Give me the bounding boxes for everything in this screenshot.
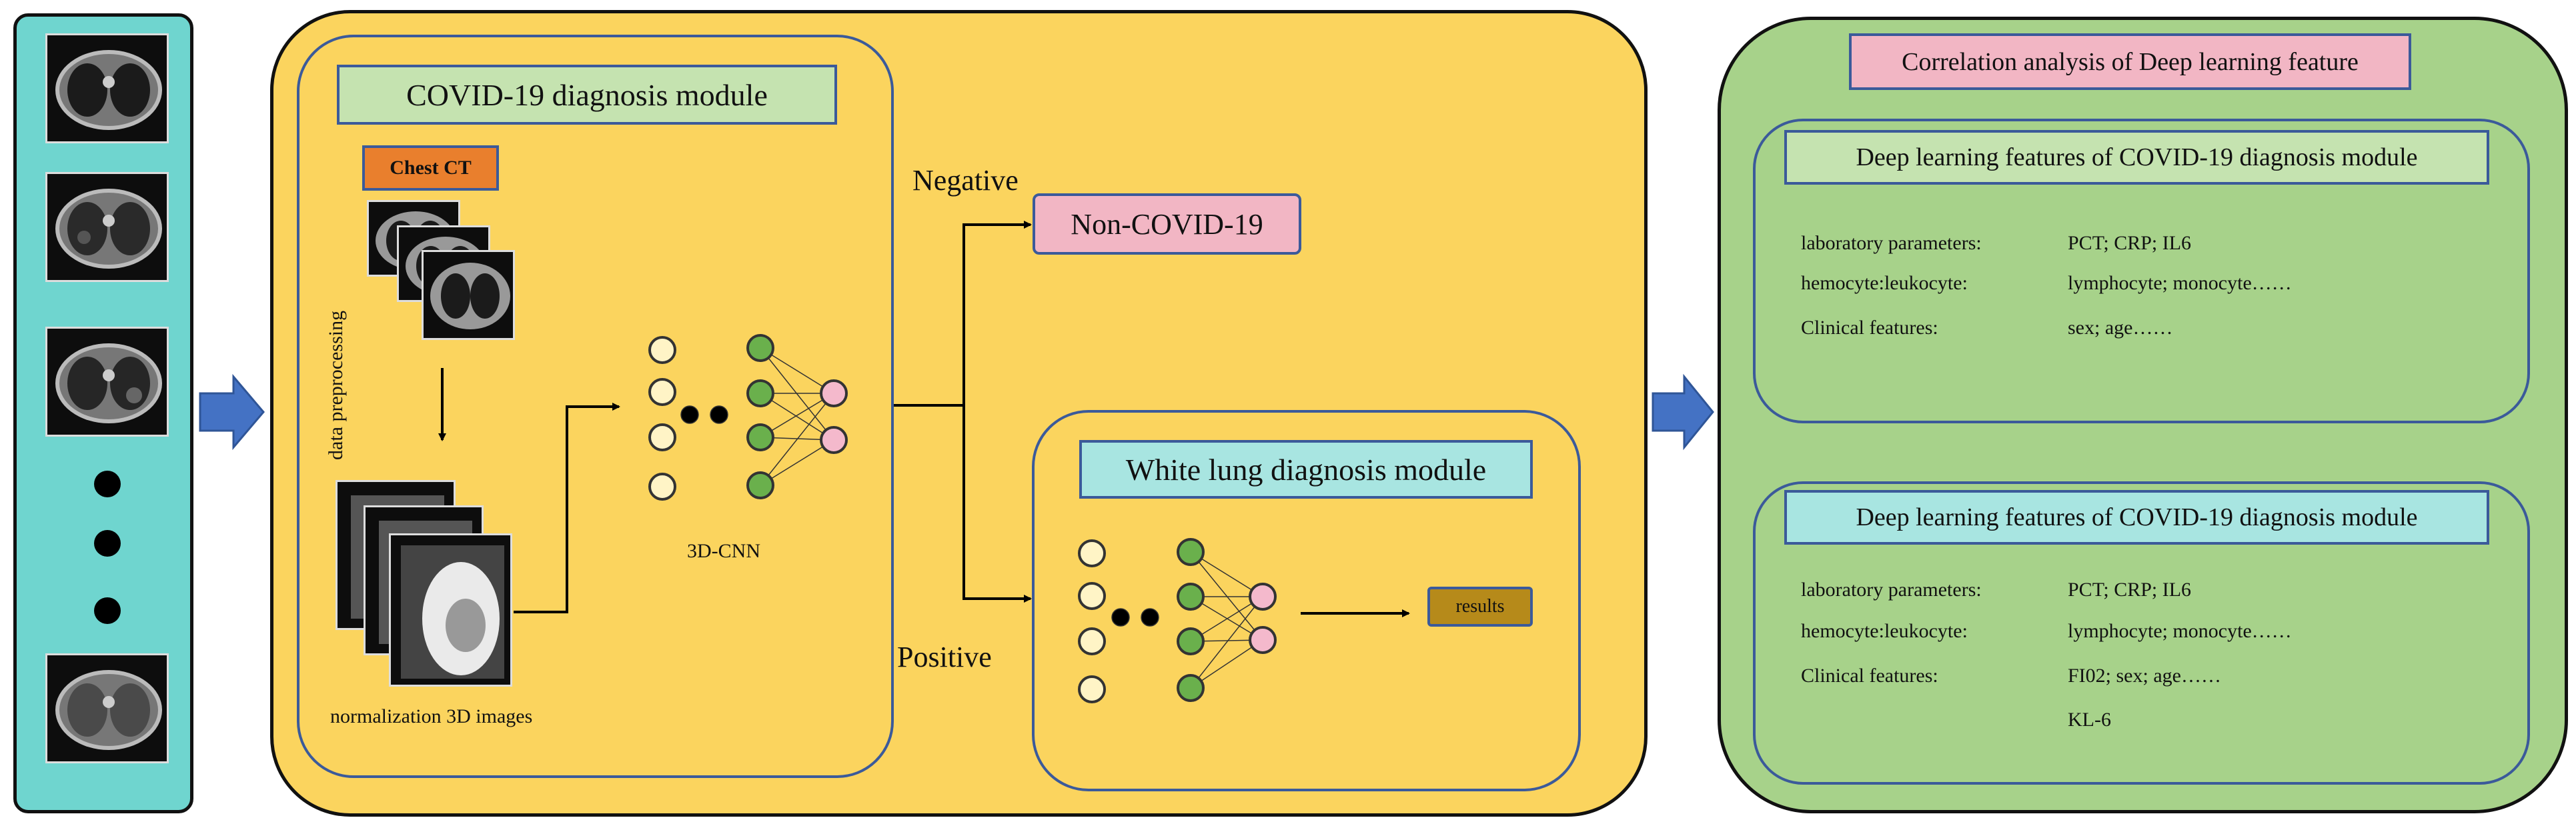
box2-value-2: lymphocyte; monocyte…… [2068, 620, 2292, 642]
positive-label: Positive [897, 641, 992, 673]
feature-box-2-title: Deep learning features of COVID-19 diagn… [1784, 490, 2489, 545]
normalization-label: normalization 3D images [330, 705, 533, 727]
ct-stack-image-3 [422, 250, 515, 340]
box1-value-2: lymphocyte; monocyte…… [2068, 272, 2292, 294]
box2-value-1: PCT; CRP; IL6 [2068, 579, 2192, 601]
box2-value-3: FI02; sex; age…… [2068, 665, 2221, 687]
correlation-title: Correlation analysis of Deep learning fe… [1849, 33, 2411, 90]
norm-image-3 [389, 533, 512, 687]
feature-box-2 [1753, 481, 2530, 785]
results-label: results [1427, 587, 1533, 627]
feature-box-1-title: Deep learning features of COVID-19 diagn… [1784, 130, 2489, 185]
to-cnn-arrow [514, 403, 620, 613]
box1-value-1: PCT; CRP; IL6 [2068, 232, 2192, 254]
flow-arrow-left [199, 373, 265, 451]
network-label: 3D-CNN [687, 540, 760, 562]
negative-branch-arrow [962, 221, 1032, 405]
covid-module-box [297, 35, 894, 778]
ct-thumbnail-4 [45, 653, 169, 763]
positive-branch-arrow [962, 405, 1032, 603]
flow-arrow-right [1652, 373, 1714, 451]
ct-thumbnail-1 [45, 33, 169, 143]
covid-module-title: COVID-19 diagnosis module [337, 65, 837, 125]
box1-key-1: laboratory parameters: [1801, 232, 1982, 254]
chest-ct-label: Chest CT [362, 145, 499, 191]
white-lung-module-title: White lung diagnosis module [1079, 440, 1533, 499]
box2-key-1: laboratory parameters: [1801, 579, 1982, 601]
cnn-network-2 [1078, 538, 1277, 703]
omission-dot-3 [94, 597, 121, 624]
feature-box-1 [1753, 119, 2530, 423]
omission-dot-2 [94, 530, 121, 557]
ct-thumbnail-3 [45, 327, 169, 437]
box1-value-3: sex; age…… [2068, 317, 2173, 339]
box2-extra-value: KL-6 [2068, 709, 2111, 731]
box1-key-3: Clinical features: [1801, 317, 1938, 339]
cnn-network-1 [648, 334, 848, 501]
ct-thumbnail-2 [45, 172, 169, 282]
box2-key-2: hemocyte:leukocyte: [1801, 620, 1968, 642]
negative-label: Negative [912, 164, 1019, 197]
non-covid-result: Non-COVID-19 [1033, 193, 1301, 255]
box2-key-3: Clinical features: [1801, 665, 1938, 687]
box1-key-2: hemocyte:leukocyte: [1801, 272, 1968, 294]
white-lung-module-box [1032, 410, 1581, 791]
omission-dot-1 [94, 471, 121, 497]
